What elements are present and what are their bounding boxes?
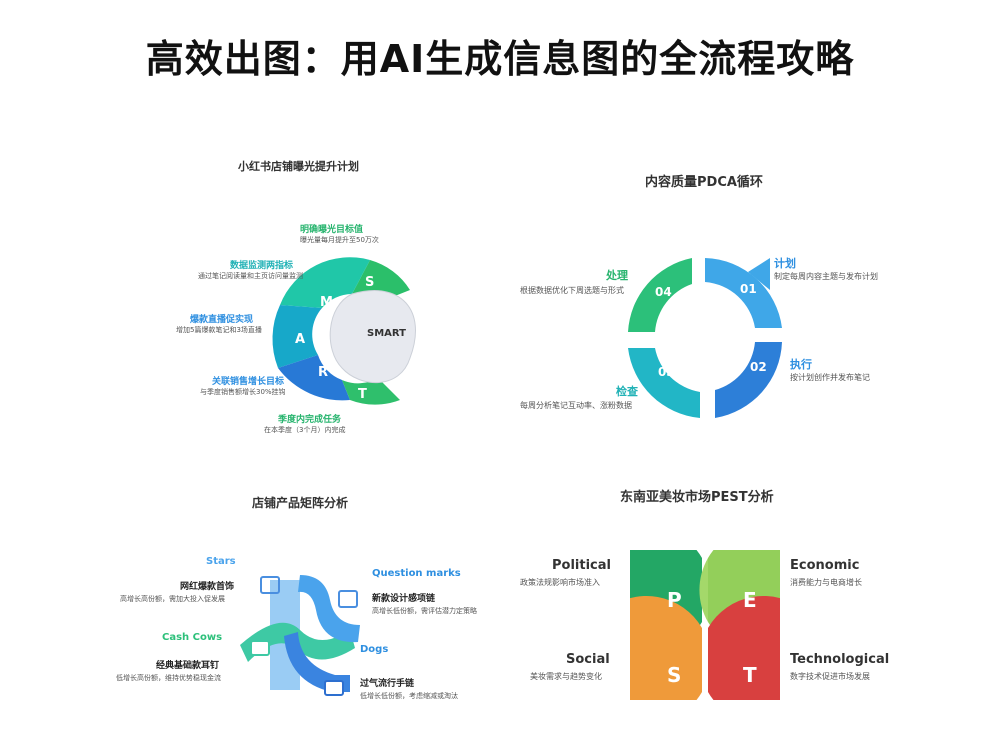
matrix-stars-name: Stars (206, 556, 236, 567)
matrix-question-desc: 高增长低份额，需评估潜力定策略 (372, 607, 477, 615)
smart-s-desc: 曝光量每月提升至50万次 (300, 236, 379, 244)
matrix-dogs-heading: 过气流行手链 (360, 679, 415, 689)
matrix-stars-heading: 网红爆款首饰 (180, 582, 235, 592)
pest-technological-name: Technological (790, 652, 890, 667)
matrix-dogs-desc: 低增长低份额，考虑缩减或淘汰 (360, 692, 458, 700)
pdca-do-heading: 执行 (790, 358, 812, 371)
pest-social-name: Social (566, 652, 610, 667)
smart-letter-m: M (320, 295, 333, 310)
pdca-act-desc: 根据数据优化下周选题与形式 (520, 286, 624, 295)
matrix-cashcows-desc: 低增长高份额，维持优势稳现金流 (116, 674, 221, 682)
pdca-arrow-02 (715, 342, 782, 418)
pest-letter-p: P (667, 588, 682, 612)
smart-a-heading: 爆款直播促实现 (190, 315, 254, 325)
matrix-cashcows-heading: 经典基础款耳钉 (156, 661, 220, 671)
matrix-panel: 店铺产品矩阵分析 Stars 网红爆款首饰 高增长高份额，需加大投入促发展 Qu… (110, 490, 490, 720)
pdca-do-desc: 按计划创作并发布笔记 (790, 373, 870, 382)
pdca-num-01: 01 (740, 282, 757, 296)
smart-letter-r: R (318, 365, 329, 380)
pdca-check-heading: 检查 (616, 385, 638, 398)
pdca-check-desc: 每周分析笔记互动率、涨粉数据 (520, 401, 632, 410)
smart-letter-s: S (365, 275, 375, 290)
matrix-diagram (240, 575, 360, 692)
matrix-question-heading: 新款设计感项链 (372, 594, 436, 604)
smart-r-desc: 与季度销售额增长30%挂钩 (200, 388, 286, 396)
smart-m-desc: 通过笔记阅读量和主页访问量监测 (198, 272, 303, 280)
pest-e-shape-2 (699, 558, 708, 622)
pdca-num-03: 03 (658, 365, 675, 379)
matrix-title: 店铺产品矩阵分析 (252, 496, 349, 510)
pest-political-name: Political (552, 558, 611, 573)
pdca-title: 内容质量PDCA循环 (645, 175, 763, 190)
smart-letter-t: T (358, 387, 367, 402)
pest-letter-s: S (667, 663, 682, 687)
smart-segment-m (280, 257, 370, 308)
pdca-cycle-diagram (628, 258, 782, 418)
matrix-stars-icon (260, 576, 280, 594)
pdca-num-02: 02 (750, 360, 767, 374)
matrix-dogs-icon (324, 680, 344, 696)
pdca-plan-heading: 计划 (774, 257, 796, 270)
pest-social-desc: 美妆需求与趋势变化 (530, 672, 602, 681)
pdca-arrow-01 (705, 258, 782, 328)
smart-segment-t (342, 378, 400, 405)
smart-panel: 小红书店铺曝光提升计划 SMART S M A R T 明确曝光目标值 曝光量每… (160, 150, 460, 440)
smart-a-desc: 增加5篇爆款笔记和3场直播 (176, 326, 262, 334)
page-title: 高效出图：用AI生成信息图的全流程攻略 (145, 37, 855, 81)
pest-diagram (630, 550, 780, 700)
smart-t-desc: 在本季度（3个月）内完成 (264, 426, 346, 434)
pest-economic-desc: 消费能力与电商增长 (790, 578, 862, 587)
smart-m-heading: 数据监测两指标 (230, 261, 294, 271)
smart-letter-a: A (295, 332, 306, 347)
smart-diagram (272, 257, 416, 405)
smart-s-heading: 明确曝光目标值 (300, 225, 364, 235)
pdca-arrow-03 (628, 348, 700, 418)
pest-title: 东南亚美妆市场PEST分析 (620, 490, 774, 505)
pest-letter-t: T (743, 663, 757, 687)
pest-economic-name: Economic (790, 558, 860, 573)
pest-t-shape (708, 596, 780, 700)
matrix-dogs-name: Dogs (360, 644, 389, 655)
pest-political-desc: 政策法规影响市场准入 (520, 578, 600, 587)
pest-panel: 东南亚美妆市场PEST分析 P E S T Political 政策法规影响市场… (510, 480, 900, 720)
pdca-plan-desc: 制定每周内容主题与发布计划 (774, 272, 878, 281)
matrix-cashcows-name: Cash Cows (162, 632, 223, 643)
smart-t-heading: 季度内完成任务 (278, 415, 342, 425)
matrix-question-icon (338, 590, 358, 608)
smart-segment-r (278, 355, 350, 401)
smart-center-shape (329, 290, 416, 384)
smart-title: 小红书店铺曝光提升计划 (238, 160, 359, 173)
pdca-num-04: 04 (655, 285, 672, 299)
matrix-cashcow-icon (250, 640, 270, 656)
matrix-question-name: Question marks (372, 568, 461, 579)
pdca-panel: 内容质量PDCA循环 01 02 03 04 计划 制定每周内容主题与发布计划 … (510, 165, 900, 440)
smart-center-label: SMART (367, 328, 406, 339)
pdca-act-heading: 处理 (606, 269, 628, 282)
pest-s-shape (630, 596, 702, 700)
pest-technological-desc: 数字技术促进市场发展 (790, 672, 870, 681)
pest-letter-e: E (743, 588, 757, 612)
smart-segment-a (272, 305, 322, 368)
smart-r-heading: 关联销售增长目标 (212, 377, 285, 387)
pdca-arrow-04 (628, 258, 692, 332)
matrix-stars-desc: 高增长高份额，需加大投入促发展 (120, 595, 225, 603)
